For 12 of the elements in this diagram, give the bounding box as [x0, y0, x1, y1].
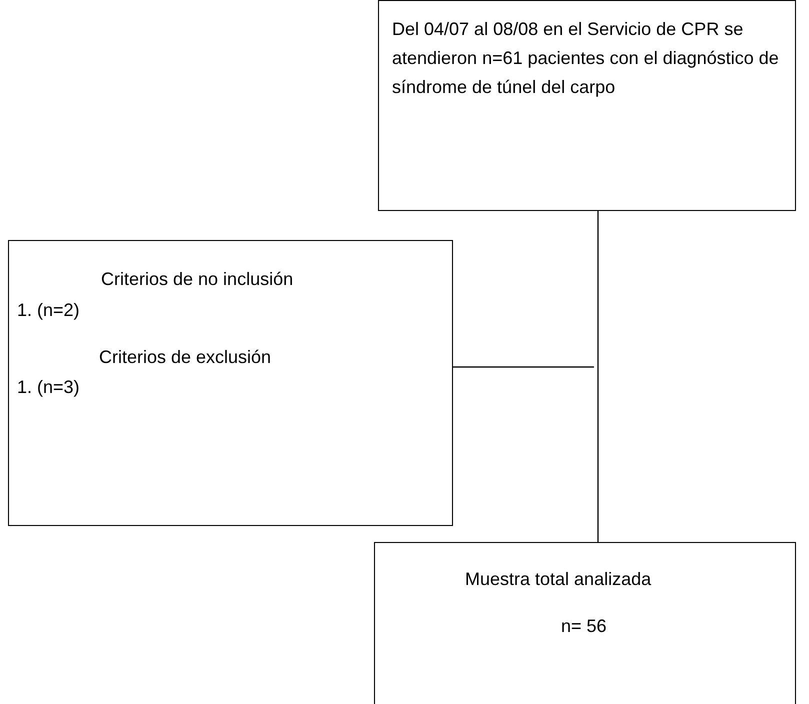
box-text: n= 56	[560, 614, 608, 638]
box-text: Criterios de no inclusión	[100, 268, 294, 291]
process-box	[8, 240, 453, 526]
connector-line	[453, 366, 594, 368]
box-text: Muestra total analizada	[464, 568, 652, 591]
process-box	[374, 542, 796, 704]
connector-line	[597, 211, 599, 542]
box-text: 1. (n=3)	[17, 376, 81, 400]
box-text: Del 04/07 al 08/08 en el Servicio de CPR se atendieron n=61 pacientes con el diagnóstico de síndrome de túnel del carpo	[392, 18, 780, 99]
box-text: Criterios de exclusión	[98, 346, 272, 369]
box-text: 1. (n=2)	[17, 298, 81, 322]
process-box	[378, 0, 796, 211]
